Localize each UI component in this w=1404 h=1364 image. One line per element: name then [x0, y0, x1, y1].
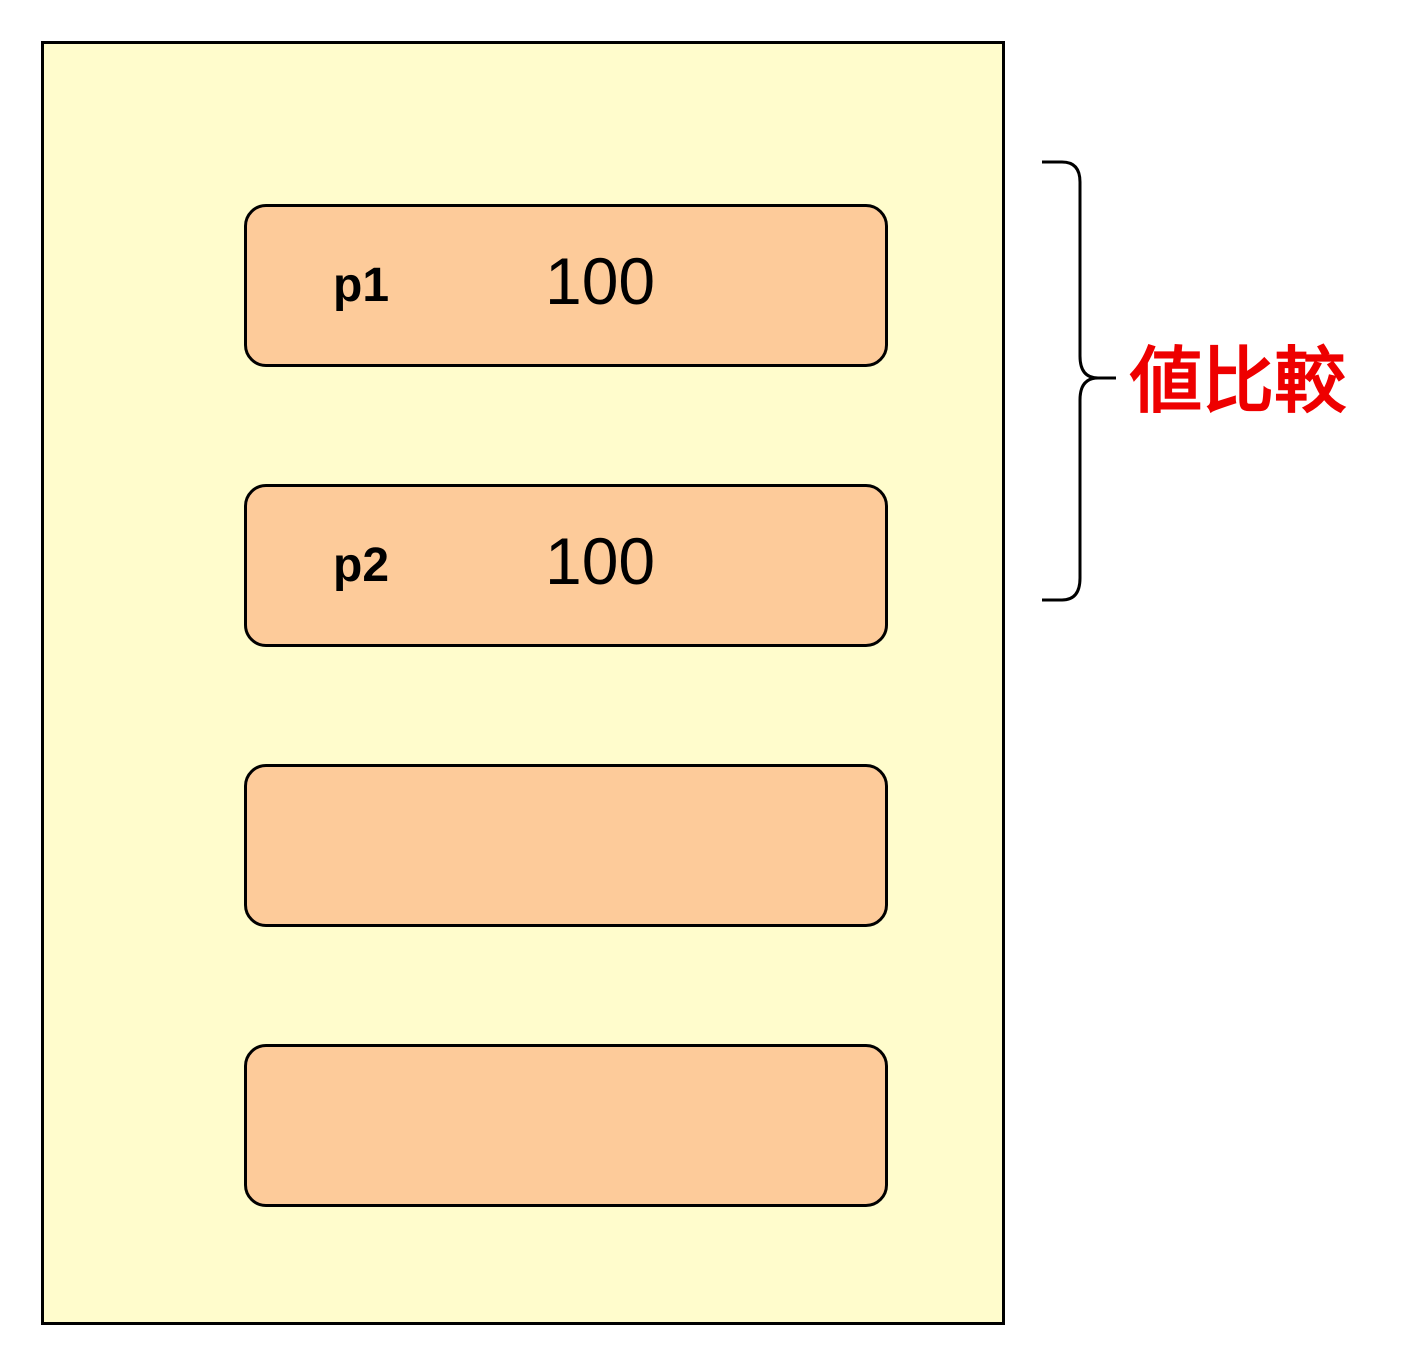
variable-name: p2: [333, 539, 390, 592]
variable-name: p1: [333, 259, 390, 312]
memory-slot-empty: [244, 764, 888, 927]
memory-slot-p1: p1 100: [244, 204, 888, 367]
variable-value: 100: [545, 524, 656, 598]
variable-value: 100: [545, 244, 656, 318]
memory-slot-empty: [244, 1044, 888, 1207]
curly-brace-icon: [1042, 160, 1116, 602]
comparison-label: 値比較: [1130, 342, 1347, 422]
memory-block: p1 100 p2 100: [41, 41, 1005, 1325]
memory-slot-p2: p2 100: [244, 484, 888, 647]
